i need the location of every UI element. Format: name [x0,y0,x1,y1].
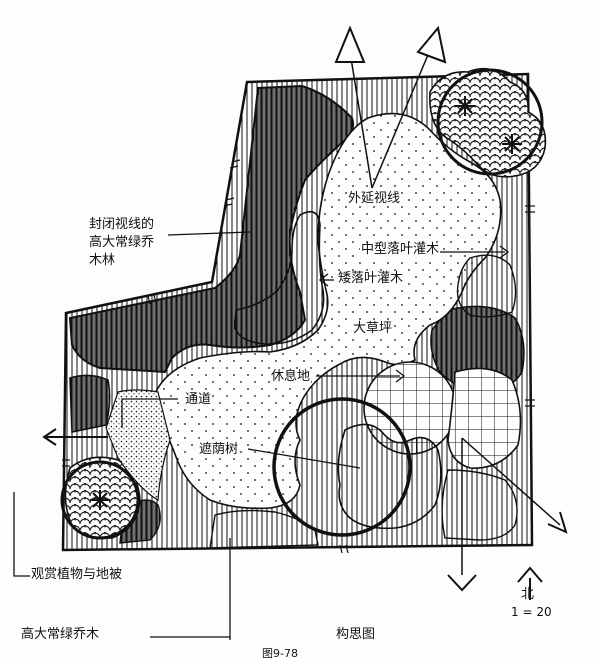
tree-star-2-icon [502,134,522,154]
label-extend-view: 外延视线 [347,191,402,207]
shrub-bed-bottom [337,423,442,530]
label-shade-tree: 遮荫树 [198,442,240,458]
label-medium-shrub: 中型落叶灌木 [360,242,441,258]
label-enclosing-line-2: 高大常绿乔 [89,235,155,250]
label-rest-area: 休息地 [270,369,312,385]
figure-caption: 构思图 [336,627,376,642]
scale-label: 1 = 20 [511,605,552,619]
label-low-shrub: 矮落叶灌木 [337,271,405,287]
dark-shrub-left [69,374,111,433]
view-arrows-bottom [447,437,568,592]
boundary-ticks [62,159,535,554]
label-ornamental-plants: 观赏植物与地被 [30,567,124,583]
shrub-bed-right [441,469,518,541]
label-tall-evergreen: 高大常绿乔木 [20,627,101,643]
view-arrows-top [334,25,447,189]
tree-star-3-icon [90,490,110,510]
label-lawn: 大草坪 [352,321,394,337]
tree-circle-bottom-left [60,460,140,540]
label-enclosing-forest: 封闭视线的 高大常绿乔 木林 [88,216,156,270]
low-shrub-bed [234,210,325,345]
north-label: 北 [521,587,535,602]
tree-star-1-icon [455,96,475,116]
label-enclosing-line-3: 木林 [89,253,116,268]
leader-arrow-tips [318,245,510,383]
entrance-arrow-icon [42,428,108,446]
north-arrow-icon [517,566,543,600]
tree-circle-top-right [436,68,544,176]
label-enclosing-line-1: 封闭视线的 [89,217,155,232]
label-path: 通道 [184,392,213,408]
rest-area-grid-2 [447,367,522,469]
medium-shrub-bed [456,254,517,318]
figure-number: 图9-78 [262,647,298,658]
shade-tree-canopy [272,397,412,537]
